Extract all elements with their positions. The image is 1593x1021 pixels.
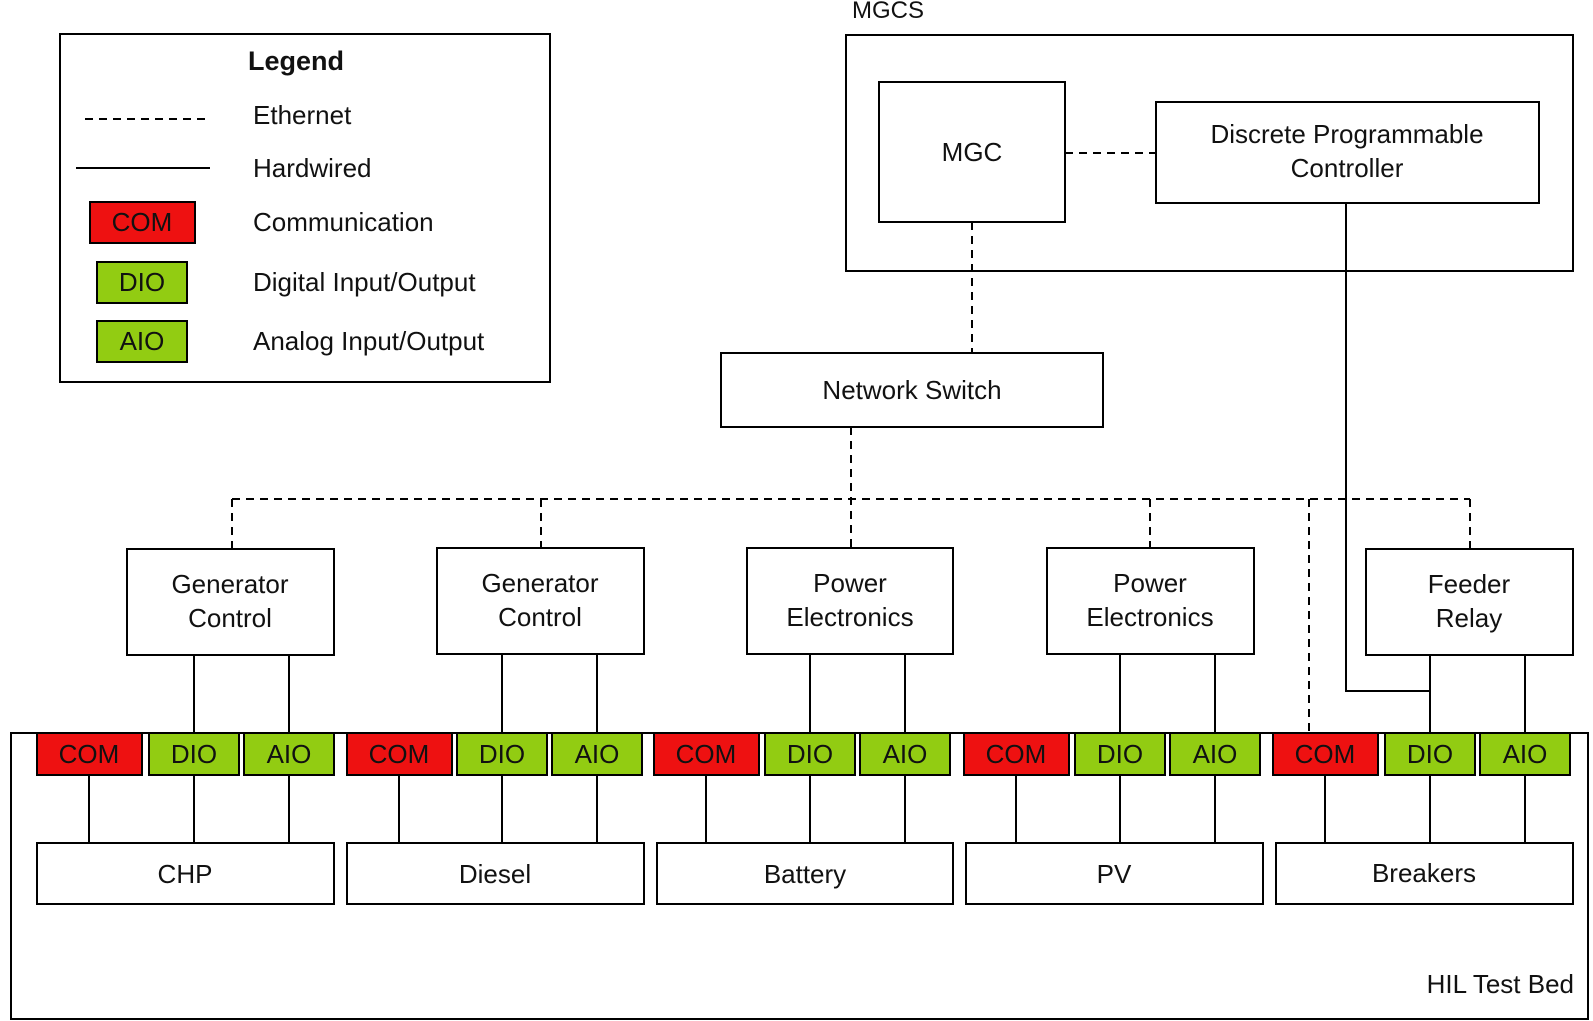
- mgcs-label: MGCS: [852, 0, 924, 24]
- controller-label-line2: Control: [498, 602, 582, 632]
- com-chip: [1272, 732, 1379, 776]
- legend-aio-label: Analog Input/Output: [253, 326, 485, 356]
- mgc-label: MGC: [942, 137, 1003, 167]
- asset-diesel-box: [346, 842, 645, 905]
- aio-chip: [1169, 732, 1261, 776]
- legend-com-chip-label: COM: [112, 207, 173, 237]
- controller-4: Power Electronics: [1046, 547, 1255, 655]
- controller-label-line1: Power: [1113, 568, 1187, 598]
- controller-label-line2: Electronics: [1086, 602, 1213, 632]
- controller-box: [126, 548, 335, 656]
- aio-chip-label: AIO: [1503, 739, 1548, 769]
- dpc-box: [1155, 101, 1540, 204]
- controller-label-line1: Generator: [481, 568, 598, 598]
- aio-chip-label: AIO: [267, 739, 312, 769]
- legend-title: Legend: [248, 46, 344, 76]
- dio-chip-label: DIO: [1097, 739, 1143, 769]
- mgcs-group: MGCS MGC Discrete Programmable Controlle…: [845, 0, 1574, 272]
- asset-breakers-box: [1275, 842, 1574, 905]
- com-chip: [36, 732, 143, 776]
- legend-dio-chip-label: DIO: [119, 267, 165, 297]
- legend-aio-chip-label: AIO: [120, 326, 165, 356]
- controller-label-line1: Generator: [171, 569, 288, 599]
- legend-hardwired-label: Hardwired: [253, 153, 372, 183]
- aio-chip: [551, 732, 643, 776]
- legend-com-label: Communication: [253, 207, 434, 237]
- aio-chip-label: AIO: [1193, 739, 1238, 769]
- mgc-box: [878, 81, 1066, 223]
- controller-box: [746, 547, 954, 655]
- aio-chip: [243, 732, 335, 776]
- com-chip: [346, 732, 453, 776]
- asset-pv-box: [965, 842, 1264, 905]
- controller-label-line1: Power: [813, 568, 887, 598]
- hil-testbed-label: HIL Test Bed: [1427, 969, 1574, 999]
- asset-battery-label: Battery: [764, 859, 846, 889]
- legend-dio-chip: [96, 261, 188, 304]
- network-switch-label: Network Switch: [822, 375, 1001, 405]
- dpc-label-line1: Discrete Programmable: [1210, 119, 1483, 149]
- dio-chip: [1384, 732, 1476, 776]
- aio-chip: [859, 732, 951, 776]
- asset-diesel-label: Diesel: [459, 859, 531, 889]
- com-chip-label: COM: [59, 739, 120, 769]
- com-chip: [653, 732, 760, 776]
- controller-box: [1365, 548, 1574, 656]
- controller-5: Feeder Relay: [1365, 548, 1574, 656]
- asset-chp-box: [36, 842, 335, 905]
- dio-chip: [456, 732, 548, 776]
- controller-1: Generator Control: [126, 548, 335, 656]
- com-chip-label: COM: [369, 739, 430, 769]
- aio-chip: [1479, 732, 1571, 776]
- legend-aio-chip: [96, 320, 188, 363]
- dio-chip-label: DIO: [171, 739, 217, 769]
- controller-label-line2: Relay: [1436, 603, 1502, 633]
- controller-box: [436, 547, 645, 655]
- dio-chip: [148, 732, 240, 776]
- com-chip-label: COM: [676, 739, 737, 769]
- dio-chip-label: DIO: [479, 739, 525, 769]
- controller-label-line1: Feeder: [1428, 569, 1511, 599]
- legend: Legend Ethernet Hardwired COM Communicat…: [59, 33, 551, 383]
- asset-battery-box: [656, 842, 954, 905]
- dio-chip-label: DIO: [1407, 739, 1453, 769]
- controller-label-line2: Control: [188, 603, 272, 633]
- dpc-label-line2: Controller: [1291, 153, 1404, 183]
- asset-breakers-label: Breakers: [1372, 858, 1476, 888]
- controller-label-line2: Electronics: [786, 602, 913, 632]
- controller-3: Power Electronics: [746, 547, 954, 655]
- legend-com-chip: [89, 201, 196, 244]
- legend-ethernet-label: Ethernet: [253, 100, 352, 130]
- legend-dio-label: Digital Input/Output: [253, 267, 476, 297]
- dio-chip: [1074, 732, 1166, 776]
- dio-chip-label: DIO: [787, 739, 833, 769]
- aio-chip-label: AIO: [883, 739, 928, 769]
- com-chip-label: COM: [1295, 739, 1356, 769]
- controller-2: Generator Control: [436, 547, 645, 655]
- aio-chip-label: AIO: [575, 739, 620, 769]
- controller-box: [1046, 547, 1255, 655]
- com-chip-label: COM: [986, 739, 1047, 769]
- network-switch-box: [720, 352, 1104, 428]
- asset-chp-label: CHP: [158, 859, 213, 889]
- asset-pv-label: PV: [1097, 859, 1132, 889]
- dio-chip: [764, 732, 856, 776]
